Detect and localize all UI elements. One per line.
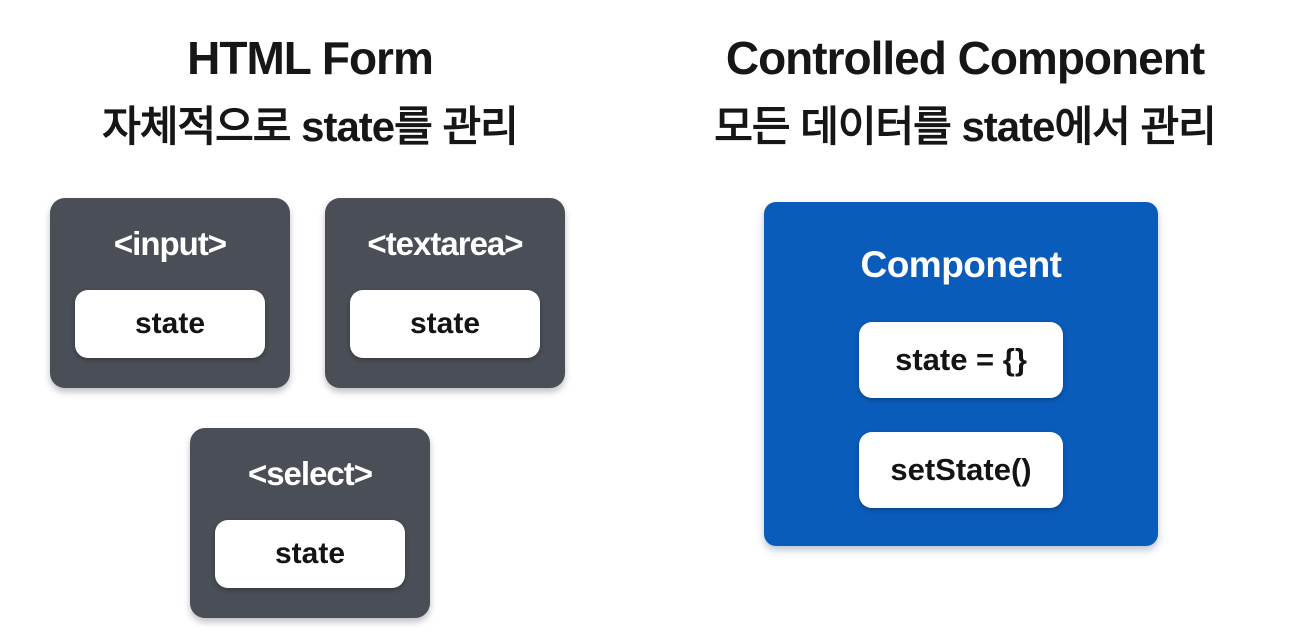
select-element-box: <select> state (190, 428, 430, 618)
html-form-title: HTML Form (187, 32, 434, 84)
component-box-title: Component (860, 244, 1062, 285)
textarea-element-box: <textarea> state (325, 198, 565, 388)
select-state-pill: state (215, 520, 405, 588)
setstate-label: setState() (890, 452, 1032, 487)
input-state-pill: state (75, 290, 265, 358)
textarea-state-label: state (409, 307, 481, 340)
component-box: Component state = {} setState() (764, 202, 1158, 546)
input-element-box: <input> state (50, 198, 290, 388)
select-state-label: state (274, 537, 346, 570)
controlled-component-title: Controlled Component (725, 32, 1205, 84)
select-tag-label: <select> (247, 455, 373, 492)
controlled-component-subtitle: 모든 데이터를 state에서 관리 (714, 103, 1216, 150)
input-state-label: state (134, 307, 206, 340)
textarea-state-pill: state (350, 290, 540, 358)
state-object-pill: state = {} (859, 322, 1063, 398)
state-object-label: state = {} (895, 342, 1027, 377)
html-form-subtitle: 자체적으로 state를 관리 (102, 103, 519, 150)
setstate-pill: setState() (859, 432, 1063, 508)
input-tag-label: <input> (113, 225, 227, 262)
textarea-tag-label: <textarea> (367, 225, 523, 262)
